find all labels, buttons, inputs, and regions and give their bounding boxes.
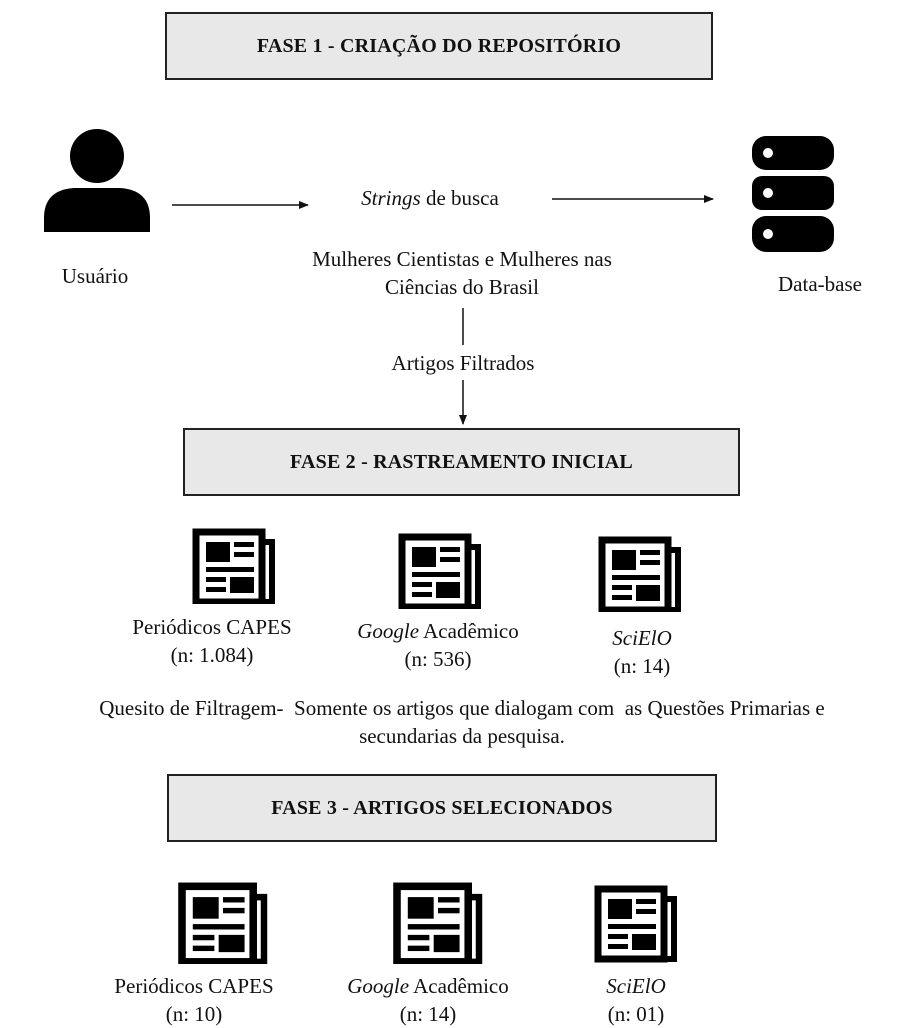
user-icon <box>44 129 150 232</box>
search-strings-rest: de busca <box>420 186 499 210</box>
phase3-box: FASE 3 - ARTIGOS SELECIONADOS <box>167 774 717 842</box>
source-name: Periódicos CAPES <box>114 974 274 998</box>
newspaper-icon <box>594 885 677 963</box>
source-name: Acadêmico <box>409 974 509 998</box>
source-count: (n: 14) <box>613 654 671 678</box>
phase3-source-google: Google Acadêmico (n: 14) <box>318 972 538 1028</box>
source-name-italic: Google <box>357 619 420 643</box>
source-count: (n: 01) <box>607 1002 665 1026</box>
phase3-source-capes: Periódicos CAPES (n: 10) <box>84 972 304 1028</box>
phase3-title: FASE 3 - ARTIGOS SELECIONADOS <box>271 796 613 819</box>
source-name: Acadêmico <box>419 619 519 643</box>
topic-line1: Mulheres Cientistas e Mulheres nas <box>312 247 612 271</box>
phase1-title: FASE 1 - CRIAÇÃO DO REPOSITÓRIO <box>256 34 622 57</box>
search-strings-italic: Strings <box>361 186 421 210</box>
topic-line2: Ciências do Brasil <box>385 275 539 299</box>
phase2-source-capes: Periódicos CAPES (n: 1.084) <box>102 613 322 669</box>
filter-criteria-line1: Quesito de Filtragem- Somente os artigos… <box>99 696 825 720</box>
source-count: (n: 10) <box>165 1002 223 1026</box>
user-label: Usuário <box>61 264 129 288</box>
phase2-source-google: Google Acadêmico (n: 536) <box>328 617 548 673</box>
phase1-box: FASE 1 - CRIAÇÃO DO REPOSITÓRIO <box>165 12 713 80</box>
filtered-articles-label: Artigos Filtrados <box>391 351 535 375</box>
source-count: (n: 1.084) <box>170 643 254 667</box>
newspaper-icon <box>192 528 275 604</box>
phase3-source-scielo: SciElO (n: 01) <box>526 972 746 1028</box>
filter-criteria: Quesito de Filtragem- Somente os artigos… <box>0 694 924 750</box>
newspaper-icon <box>393 882 483 964</box>
source-name: Periódicos CAPES <box>132 615 292 639</box>
phase2-source-scielo: SciElO (n: 14) <box>532 624 752 680</box>
source-count: (n: 14) <box>399 1002 457 1026</box>
newspaper-icon <box>178 882 268 964</box>
newspaper-icon <box>598 536 681 612</box>
source-name-italic: SciElO <box>612 626 672 650</box>
newspaper-icon <box>398 533 481 609</box>
database-icon <box>752 136 834 252</box>
search-strings-label: Strings de busca <box>310 184 550 212</box>
phase2-box: FASE 2 - RASTREAMENTO INICIAL <box>183 428 740 496</box>
phase2-title: FASE 2 - RASTREAMENTO INICIAL <box>290 450 633 473</box>
database-label: Data-base <box>778 272 862 296</box>
source-name-italic: SciElO <box>606 974 666 998</box>
filter-criteria-line2: secundarias da pesquisa. <box>359 724 565 748</box>
source-name-italic: Google <box>347 974 410 998</box>
topic-text: Mulheres Cientistas e Mulheres nas Ciênc… <box>232 245 692 301</box>
source-count: (n: 536) <box>404 647 472 671</box>
